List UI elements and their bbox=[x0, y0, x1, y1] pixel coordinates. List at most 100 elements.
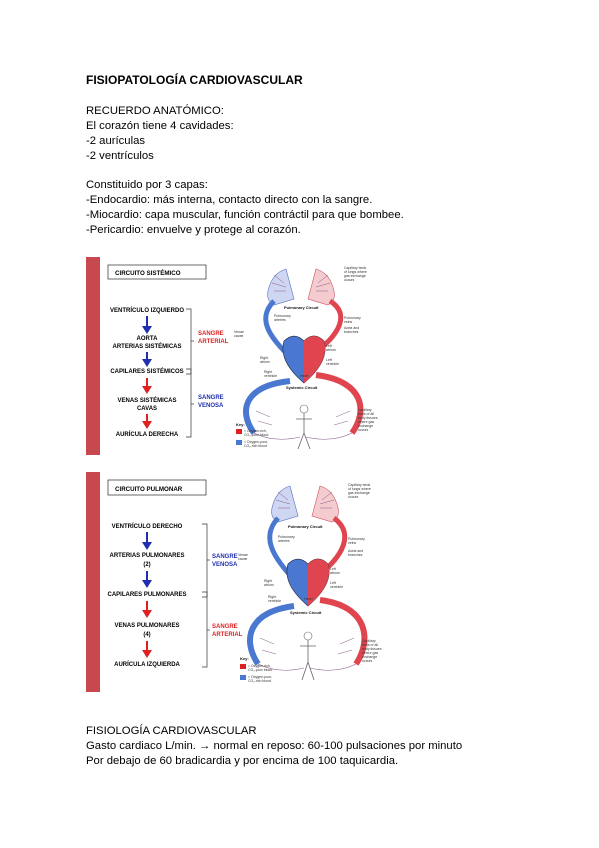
anatomy-line: -2 aurículas bbox=[86, 135, 146, 147]
svg-text:where gas: where gas bbox=[362, 651, 378, 655]
svg-text:ventricle: ventricle bbox=[264, 374, 277, 378]
step-label: VENAS PULMONARES bbox=[114, 623, 179, 629]
svg-text:Systemic Circuit: Systemic Circuit bbox=[286, 385, 318, 390]
tag-top: ARTERIAL bbox=[198, 339, 229, 345]
bracket-bottom bbox=[202, 591, 208, 668]
svg-text:Aorta and: Aorta and bbox=[348, 549, 363, 553]
svg-text:Right: Right bbox=[268, 595, 276, 599]
svg-text:occurs: occurs bbox=[348, 495, 359, 499]
svg-text:Venae: Venae bbox=[234, 330, 244, 334]
svg-text:body tissues: body tissues bbox=[362, 647, 382, 651]
step-label: VENTRÍCULO IZQUIERDO bbox=[110, 306, 184, 314]
svg-text:ventricle: ventricle bbox=[330, 585, 343, 589]
svg-text:= Oxygen-poor,: = Oxygen-poor, bbox=[244, 440, 268, 444]
red-arrow bbox=[142, 650, 152, 658]
svg-text:Left: Left bbox=[330, 581, 336, 585]
step-label: ARTERIAS PULMONARES bbox=[109, 553, 184, 559]
svg-text:Left: Left bbox=[326, 358, 332, 362]
tag-top: SANGRE bbox=[198, 331, 224, 337]
svg-text:Right: Right bbox=[264, 579, 272, 583]
blue-arrow bbox=[142, 359, 152, 367]
box-title: CIRCUITO SISTÉMICO bbox=[115, 269, 181, 277]
svg-text:Capillary beds: Capillary beds bbox=[348, 483, 370, 487]
svg-text:Right: Right bbox=[264, 370, 272, 374]
svg-text:Pulmonary: Pulmonary bbox=[348, 537, 365, 541]
svg-text:Aorta and: Aorta and bbox=[344, 326, 359, 330]
svg-text:atrium: atrium bbox=[264, 583, 274, 587]
physiology-line: Gasto cardiaco L/min. → normal en reposo… bbox=[86, 740, 463, 752]
svg-text:Capillary beds: Capillary beds bbox=[344, 266, 366, 270]
svg-text:gas exchange: gas exchange bbox=[344, 274, 366, 278]
svg-text:Pulmonary: Pulmonary bbox=[274, 314, 291, 318]
svg-text:atrium: atrium bbox=[326, 348, 336, 352]
tag-top: VENOSA bbox=[212, 562, 238, 568]
svg-text:body tissues: body tissues bbox=[358, 416, 378, 420]
svg-text:of lungs where: of lungs where bbox=[348, 487, 371, 491]
svg-text:veins: veins bbox=[344, 320, 352, 324]
layers-line: -Endocardio: más interna, contacto direc… bbox=[86, 194, 373, 206]
svg-text:CO₂-rich blood: CO₂-rich blood bbox=[248, 679, 271, 683]
tag-bottom: SANGRE bbox=[212, 624, 238, 630]
figure-side-bar bbox=[86, 472, 100, 692]
svg-text:Pulmonary Circuit: Pulmonary Circuit bbox=[284, 305, 319, 310]
svg-text:= Oxygen-rich,: = Oxygen-rich, bbox=[244, 429, 267, 433]
svg-text:Key:: Key: bbox=[236, 422, 245, 427]
red-arrow bbox=[142, 386, 152, 394]
svg-text:where gas: where gas bbox=[358, 420, 374, 424]
svg-text:Venae: Venae bbox=[238, 553, 248, 557]
svg-text:Capillary: Capillary bbox=[362, 639, 376, 643]
svg-text:Right: Right bbox=[260, 356, 268, 360]
tag-bottom: ARTERIAL bbox=[212, 632, 243, 638]
svg-text:arteries: arteries bbox=[274, 318, 286, 322]
svg-text:atrium: atrium bbox=[330, 571, 340, 575]
svg-text:Pulmonary Circuit: Pulmonary Circuit bbox=[288, 524, 323, 529]
svg-text:= Oxygen-rich,: = Oxygen-rich, bbox=[248, 664, 271, 668]
box-title-frame bbox=[107, 479, 207, 496]
svg-text:Heart: Heart bbox=[304, 597, 313, 601]
svg-text:occurs: occurs bbox=[358, 428, 369, 432]
svg-text:beds of all: beds of all bbox=[358, 412, 374, 416]
physiology-line: Por debajo de 60 bradicardia y por encim… bbox=[86, 755, 399, 767]
step-label: (2) bbox=[143, 562, 150, 568]
figure-side-bar bbox=[86, 257, 100, 455]
box-title-frame bbox=[107, 264, 207, 280]
step-label: CAPILARES SISTÉMICOS bbox=[110, 367, 183, 375]
svg-text:Key:: Key: bbox=[240, 656, 249, 661]
svg-text:veins: veins bbox=[348, 541, 356, 545]
systemic-circuit-figure: CIRCUITO SISTÉMICO VENTRÍCULO IZQUIERDO … bbox=[86, 257, 431, 455]
svg-text:occurs: occurs bbox=[362, 659, 373, 663]
svg-text:CO₂-rich blood: CO₂-rich blood bbox=[244, 444, 267, 448]
anatomy-heading: RECUERDO ANATÓMICO: bbox=[86, 105, 224, 117]
svg-text:cavae: cavae bbox=[238, 557, 247, 561]
anatomy-line: -2 ventrículos bbox=[86, 150, 154, 162]
bracket-top bbox=[186, 308, 192, 375]
step-label: VENTRÍCULO DERECHO bbox=[112, 522, 183, 530]
layers-heading: Constituido por 3 capas: bbox=[86, 179, 208, 191]
svg-text:gas exchange: gas exchange bbox=[348, 491, 370, 495]
svg-text:Pulmonary: Pulmonary bbox=[344, 316, 361, 320]
box-title: CIRCUITO PULMONAR bbox=[115, 486, 183, 493]
circulation-diagram: Capillary beds of lungs where gas exchan… bbox=[234, 266, 378, 450]
step-label: (4) bbox=[143, 632, 150, 638]
red-arrow bbox=[142, 610, 152, 618]
systemic-circuit-svg: CIRCUITO SISTÉMICO VENTRÍCULO IZQUIERDO … bbox=[107, 264, 378, 450]
svg-text:CO₂-poor blood: CO₂-poor blood bbox=[248, 668, 272, 672]
svg-text:branches: branches bbox=[348, 553, 363, 557]
svg-text:Pulmonary: Pulmonary bbox=[278, 535, 295, 539]
svg-text:atrium: atrium bbox=[260, 360, 270, 364]
svg-text:Left: Left bbox=[330, 567, 336, 571]
tag-bottom: VENOSA bbox=[198, 403, 224, 409]
svg-text:beds of all: beds of all bbox=[362, 643, 378, 647]
svg-text:branches: branches bbox=[344, 330, 359, 334]
layers-line: -Miocardio: capa muscular, función contr… bbox=[86, 209, 404, 221]
svg-text:exchange: exchange bbox=[358, 424, 373, 428]
blue-arrow bbox=[142, 326, 152, 334]
svg-text:Systemic Circuit: Systemic Circuit bbox=[290, 610, 322, 615]
physiology-heading: FISIOLOGÍA CARDIOVASCULAR bbox=[86, 725, 257, 737]
step-label: AURÍCULA IZQUIERDA bbox=[114, 660, 180, 668]
step-label: AORTA bbox=[137, 336, 159, 342]
page-title: FISIOPATOLOGÍA CARDIOVASCULAR bbox=[86, 73, 303, 87]
svg-text:exchange: exchange bbox=[362, 655, 377, 659]
layers-line: -Pericardio: envuelve y protege al coraz… bbox=[86, 224, 301, 236]
pulmonary-circuit-figure: CIRCUITO PULMONAR VENTRÍCULO DERECHO ART… bbox=[86, 472, 431, 692]
